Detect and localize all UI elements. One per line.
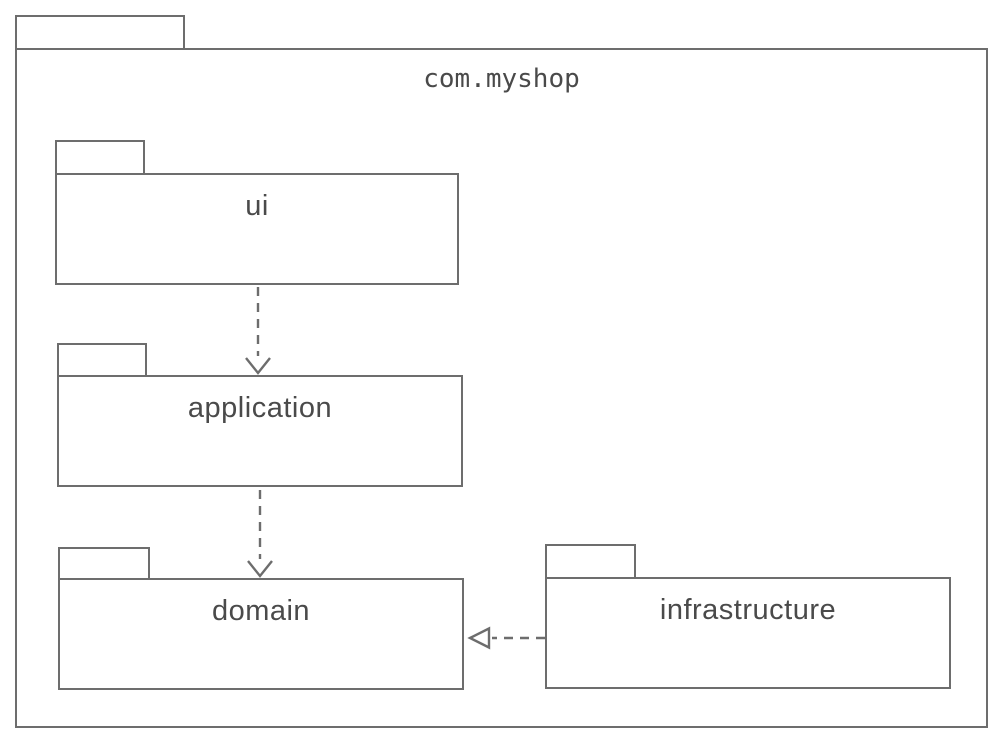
package-ui-label: ui	[245, 190, 269, 222]
package-domain-tab	[58, 547, 150, 580]
package-com-myshop-label: com.myshop	[423, 64, 580, 94]
package-ui-body: ui	[55, 173, 459, 285]
package-application-tab	[57, 343, 147, 377]
package-infrastructure-body: infrastructure	[545, 577, 951, 689]
package-com-myshop-tab	[15, 15, 185, 50]
package-infrastructure-label: infrastructure	[659, 594, 837, 626]
package-application-label: application	[187, 392, 333, 424]
package-infrastructure-tab	[545, 544, 636, 579]
package-ui-tab	[55, 140, 145, 175]
package-application-body: application	[57, 375, 463, 487]
package-domain-body: domain	[58, 578, 464, 690]
package-domain-label: domain	[211, 595, 311, 627]
